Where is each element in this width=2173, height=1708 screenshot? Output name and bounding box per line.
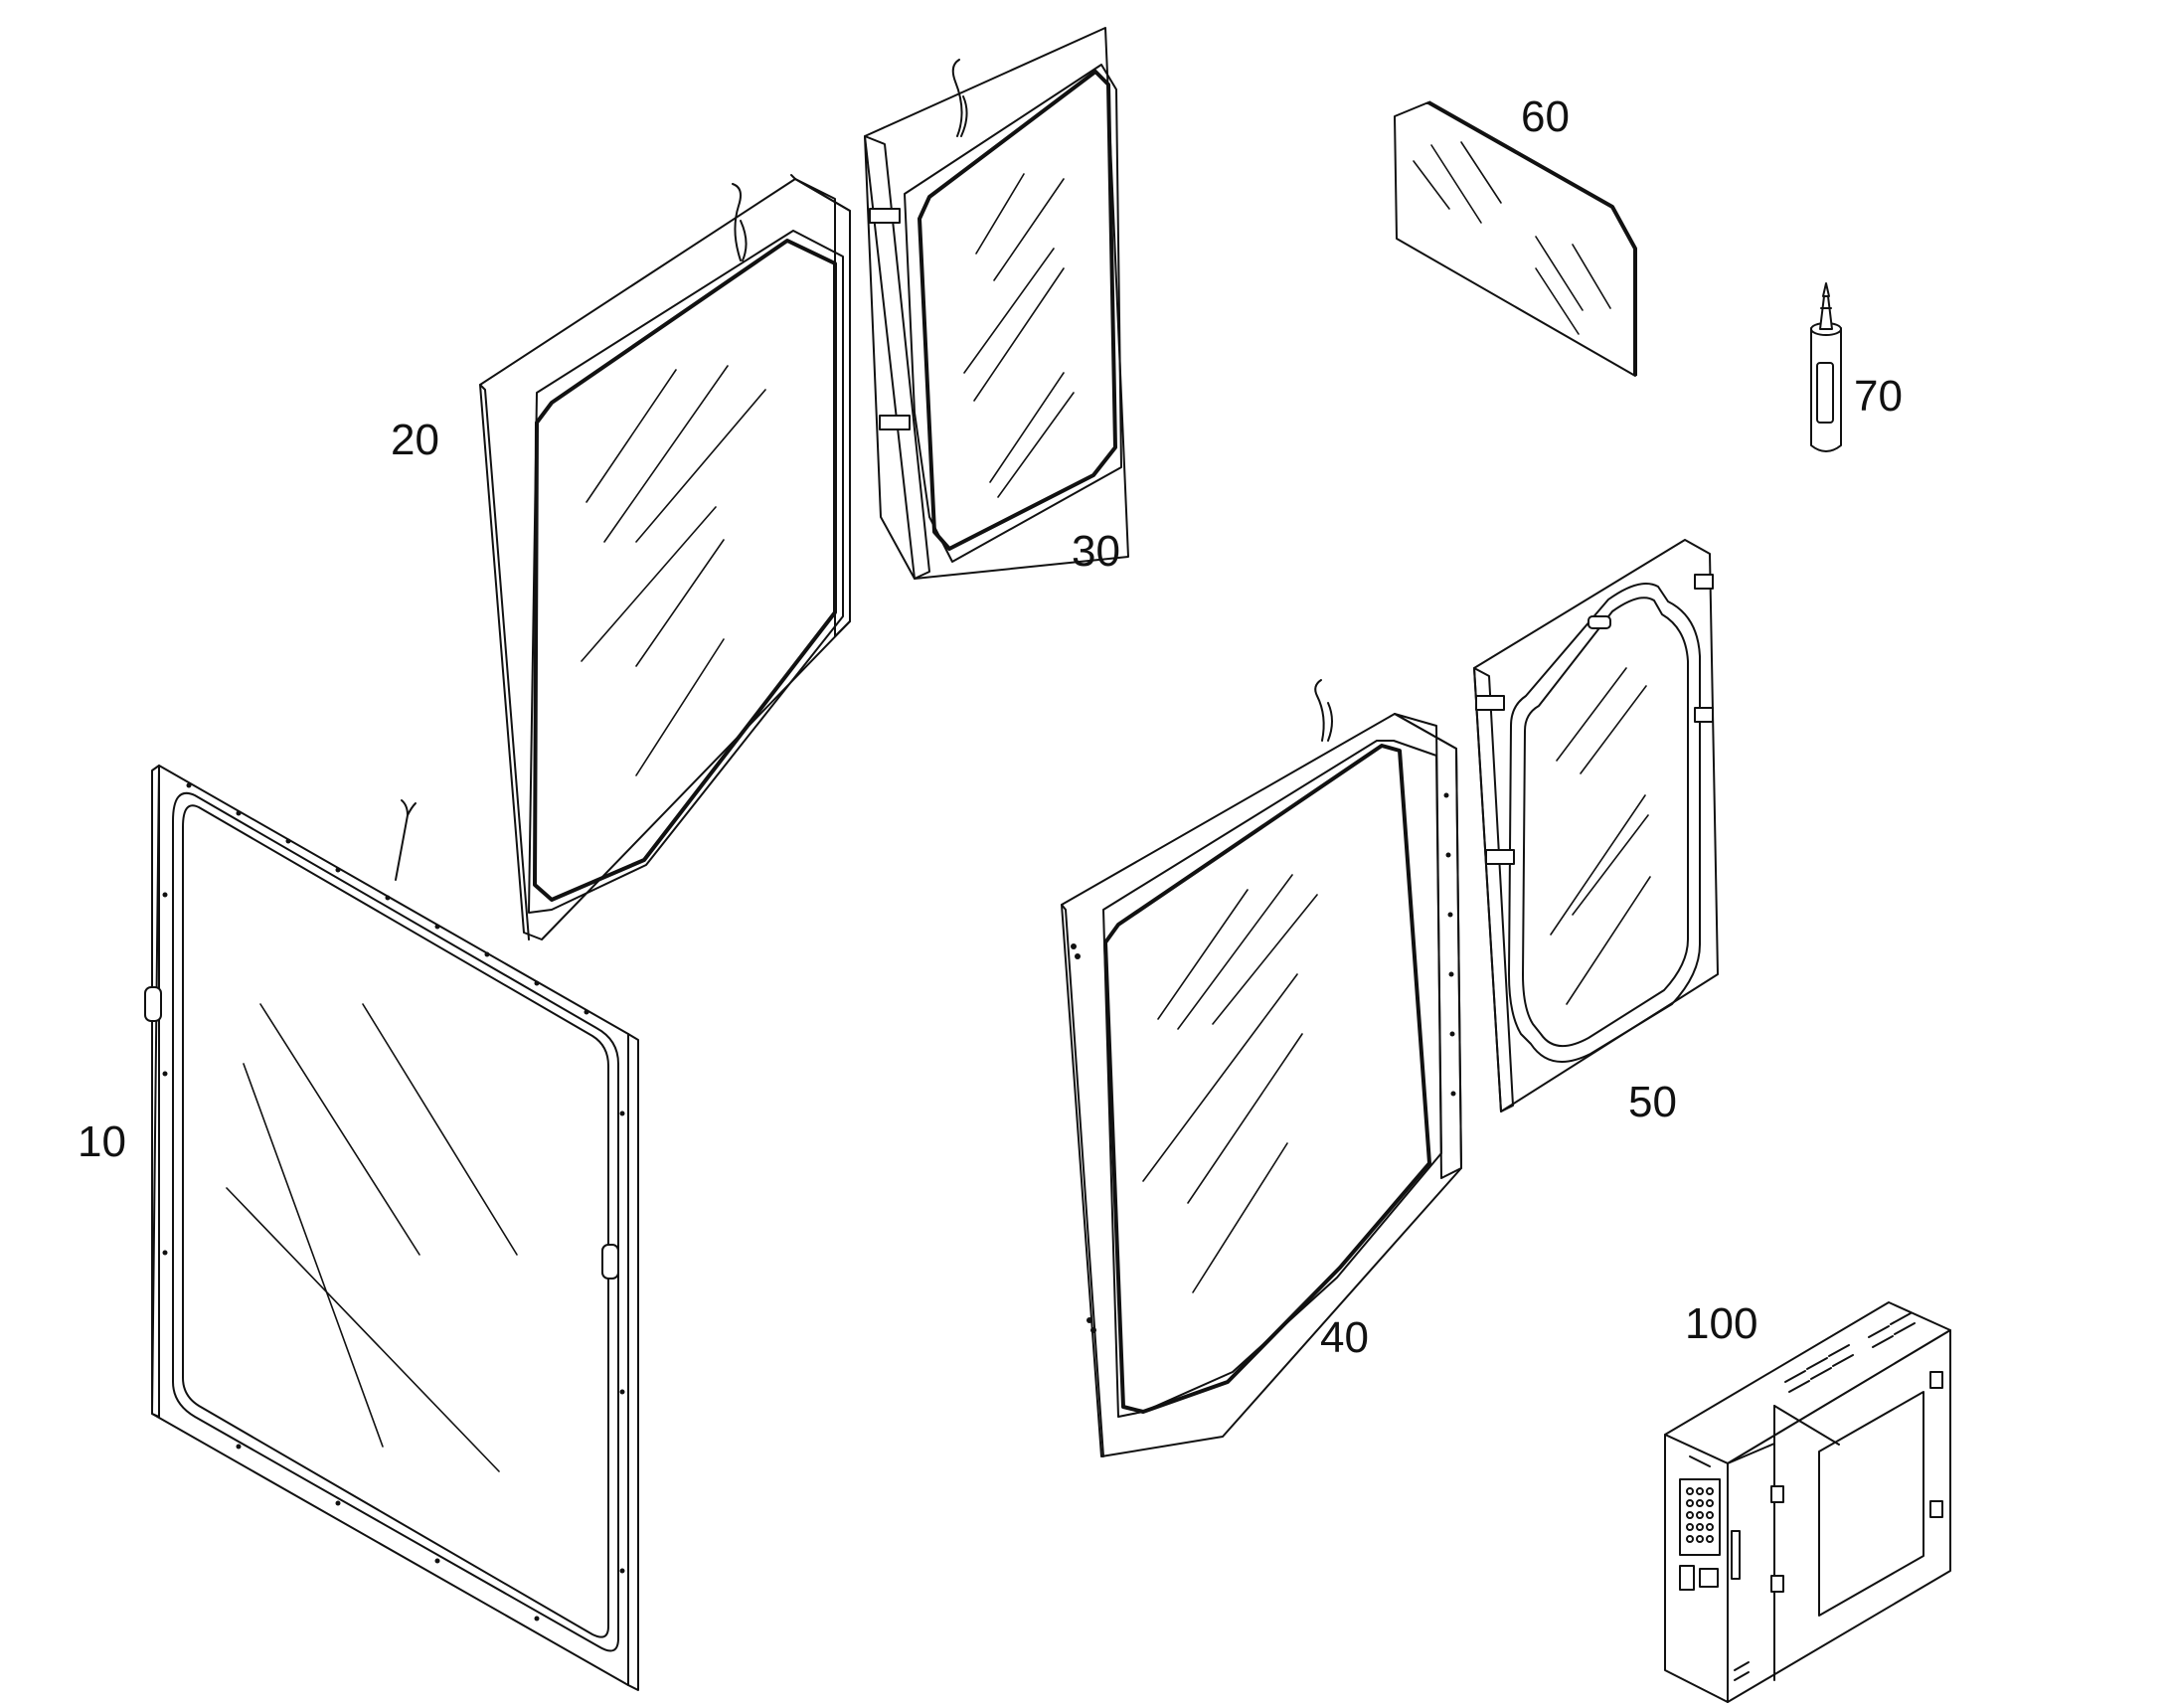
label-30: 30 (1072, 527, 1120, 576)
glass-panel-20 (479, 174, 851, 940)
glass-panel-10 (144, 765, 639, 1691)
label-70: 70 (1854, 372, 1903, 421)
label-20: 20 (391, 416, 439, 464)
label-60: 60 (1521, 92, 1570, 141)
label-50: 50 (1628, 1078, 1677, 1126)
control-unit-100 (1664, 1301, 1951, 1703)
glass-panel-30 (864, 27, 1129, 580)
label-40: 40 (1320, 1313, 1369, 1362)
glass-panel-50 (1473, 539, 1719, 1112)
glass-sheet-60 (1394, 100, 1637, 377)
glass-panel-40 (1061, 679, 1462, 1457)
sealant-tube-70 (1810, 282, 1842, 452)
label-100: 100 (1685, 1299, 1757, 1348)
label-10: 10 (78, 1117, 126, 1166)
